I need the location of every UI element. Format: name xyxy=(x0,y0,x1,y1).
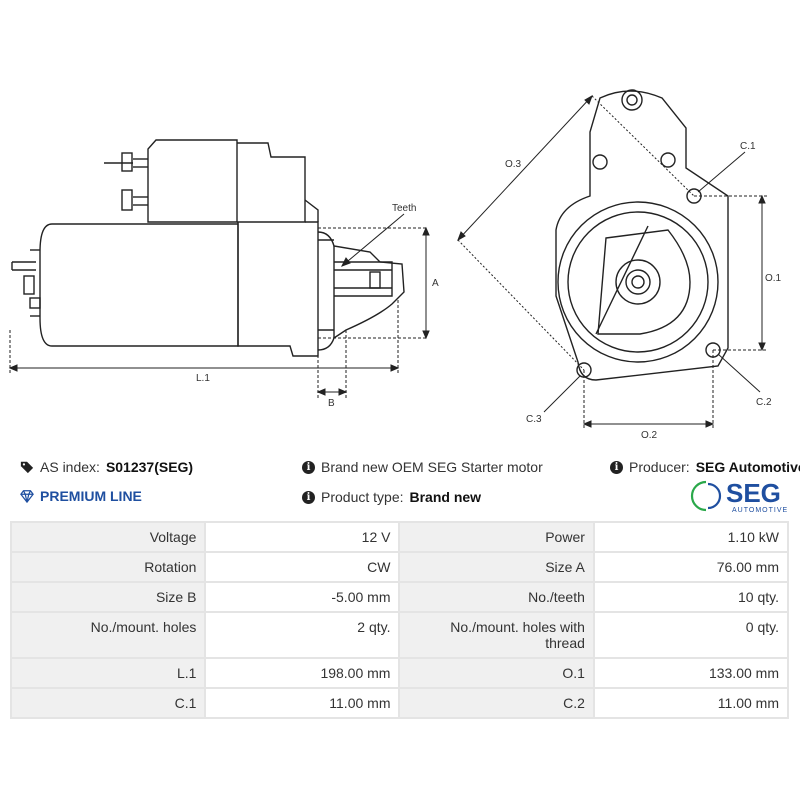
motor-housing xyxy=(39,223,239,347)
table-row: L.1 198.00 mm O.1 133.00 mm xyxy=(9,657,790,689)
spec-label: Power xyxy=(398,521,595,553)
table-row: Voltage 12 V Power 1.10 kW xyxy=(9,521,790,553)
gem-icon xyxy=(20,490,34,503)
front-housing xyxy=(557,201,719,363)
as-index-value: S01237(SEG) xyxy=(105,459,194,475)
spec-value: 10 qty. xyxy=(592,581,790,613)
table-row: No./mount. holes 2 qty. No./mount. holes… xyxy=(9,611,790,659)
info-icon: i xyxy=(302,460,315,474)
specs-table: Voltage 12 V Power 1.10 kW Rotation CW S… xyxy=(9,521,790,719)
label-o1: O.1 xyxy=(765,273,782,284)
spec-label: Size A xyxy=(398,551,595,583)
mounting-flange xyxy=(555,90,729,381)
description: i Brand new OEM SEG Starter motor xyxy=(302,459,543,475)
spec-label: Size B xyxy=(9,581,207,613)
spec-value: 76.00 mm xyxy=(592,551,790,583)
info-icon: i xyxy=(610,460,623,474)
spec-value: 198.00 mm xyxy=(204,657,401,689)
as-index-label: AS index: xyxy=(40,459,100,475)
spec-value: CW xyxy=(204,551,401,583)
spec-label: Voltage xyxy=(9,521,207,553)
spec-value: 133.00 mm xyxy=(592,657,790,689)
solenoid-body xyxy=(147,139,238,223)
spec-value: 12 V xyxy=(204,521,401,553)
spec-label: C.1 xyxy=(9,687,207,719)
label-a: A xyxy=(432,278,439,289)
spec-value: 0 qty. xyxy=(592,611,790,659)
seg-logo: SEG AUTOMOTIVE xyxy=(690,478,788,514)
as-index: AS index: S01237(SEG) xyxy=(20,459,193,475)
info-icon: i xyxy=(302,490,315,504)
premium-line: PREMIUM LINE xyxy=(20,488,142,504)
spec-value: 11.00 mm xyxy=(592,687,790,719)
spec-value: -5.00 mm xyxy=(204,581,401,613)
producer-value: SEG Automotive xyxy=(695,459,800,475)
drive-housing xyxy=(237,221,319,357)
spec-value: 11.00 mm xyxy=(204,687,401,719)
table-row: C.1 11.00 mm C.2 11.00 mm xyxy=(9,687,790,719)
spec-label: O.1 xyxy=(398,657,595,689)
label-b: B xyxy=(328,398,335,409)
label-o2: O.2 xyxy=(641,430,658,441)
logo-name: SEG xyxy=(726,478,781,508)
product-type: i Product type: Brand new xyxy=(302,489,481,505)
premium-line-label: PREMIUM LINE xyxy=(40,488,142,504)
spec-label: Rotation xyxy=(9,551,207,583)
spec-value: 1.10 kW xyxy=(592,521,790,553)
spec-label: C.2 xyxy=(398,687,595,719)
producer-label: Producer: xyxy=(629,459,690,475)
label-c3: C.3 xyxy=(526,414,542,425)
label-c2: C.2 xyxy=(756,397,772,408)
spec-label: No./mount. holes xyxy=(9,611,207,659)
description-text: Brand new OEM SEG Starter motor xyxy=(321,459,543,475)
label-c1: C.1 xyxy=(740,141,756,152)
product-type-label: Product type: xyxy=(321,489,404,505)
spec-value: 2 qty. xyxy=(204,611,401,659)
label-o3: O.3 xyxy=(505,159,522,170)
table-row: Size B -5.00 mm No./teeth 10 qty. xyxy=(9,581,790,613)
tags-icon xyxy=(20,461,34,474)
spec-label: No./mount. holes with thread xyxy=(398,611,595,659)
producer: i Producer: SEG Automotive xyxy=(610,459,800,475)
table-row: Rotation CW Size A 76.00 mm xyxy=(9,551,790,583)
label-teeth: Teeth xyxy=(392,203,416,214)
spec-label: L.1 xyxy=(9,657,207,689)
solenoid-cap xyxy=(237,142,306,223)
technical-drawing: Teeth A L.1 B O.3 O.1 O.2 C.1 C.2 C.3 xyxy=(8,89,782,441)
label-l1: L.1 xyxy=(196,373,210,384)
logo-sub: AUTOMOTIVE xyxy=(732,507,788,514)
product-type-value: Brand new xyxy=(409,489,482,505)
spec-label: No./teeth xyxy=(398,581,595,613)
